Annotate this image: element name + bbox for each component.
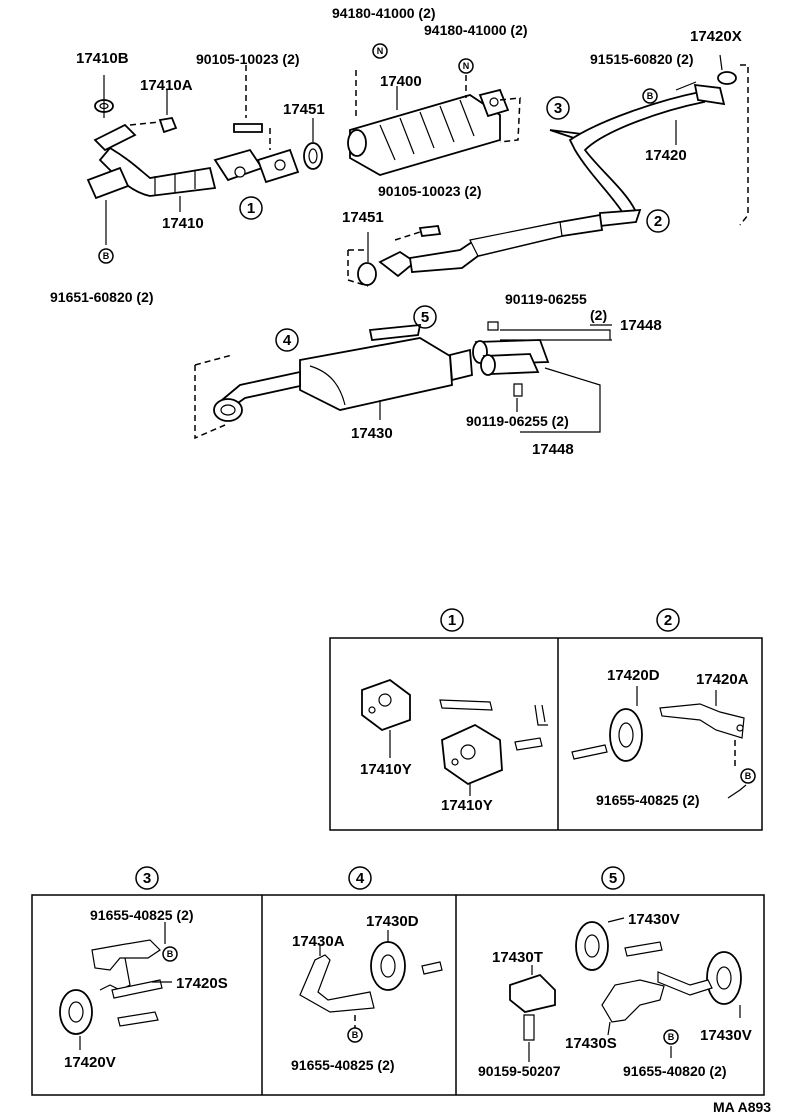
svg-text:1: 1 — [247, 200, 255, 217]
main-letter-badges: N N B B — [98, 43, 658, 264]
detail-marker-5: 5 — [609, 870, 617, 887]
detail-5-label-17430t: 17430T — [492, 949, 543, 966]
svg-text:B: B — [352, 1030, 359, 1040]
detail-panel-3: 3 B 91655-40825 (2) 17420S 17420V — [59, 866, 228, 1071]
main-section-markers: 1 2 3 4 5 — [239, 96, 670, 352]
svg-text:3: 3 — [554, 100, 562, 117]
section-marker-2: 2 — [646, 209, 670, 233]
nut-17410a-drawing — [129, 116, 178, 134]
muffler-drawing — [194, 323, 473, 440]
main-exploded-view — [86, 54, 749, 440]
resonator-pipe-drawing — [347, 213, 604, 287]
detail-marker-3: 3 — [143, 870, 151, 887]
section-marker-5: 5 — [413, 305, 437, 329]
callout-17410a: 17410A — [140, 77, 193, 94]
callout-90119-06255-lower: 90119-06255 (2) — [466, 413, 569, 429]
detail-4-label-17430a: 17430A — [292, 933, 345, 950]
callout-17451-upper: 17451 — [283, 101, 325, 118]
callout-17448-upper: 17448 — [620, 317, 662, 334]
detail-1-label-17410y-b: 17410Y — [441, 797, 493, 814]
detail-3-label-91655-40825: 91655-40825 (2) — [90, 907, 194, 923]
detail-5-label-17430v-b: 17430V — [700, 1027, 752, 1044]
callout-17410: 17410 — [162, 215, 204, 232]
svg-text:2: 2 — [654, 213, 662, 230]
svg-text:B: B — [745, 771, 752, 781]
tail-pipe-drawing — [472, 321, 612, 433]
svg-text:N: N — [377, 46, 384, 56]
callout-94180-41000-b: 94180-41000 (2) — [424, 22, 528, 38]
diagram-code-label: MA A893 — [713, 1099, 771, 1115]
main-callout-labels: 94180-41000 (2) 94180-41000 (2) 17420X 1… — [50, 5, 742, 458]
catalytic-converter-drawing — [347, 86, 521, 176]
callout-17420x: 17420X — [690, 28, 742, 45]
bolt-left-drawing — [233, 65, 271, 150]
hanger-3-drawing — [59, 922, 172, 1050]
svg-text:5: 5 — [421, 309, 429, 326]
detail-4-label-91655-40825: 91655-40825 (2) — [291, 1057, 395, 1073]
detail-3-label-17420v: 17420V — [64, 1054, 116, 1071]
detail-5-label-17430v-a: 17430V — [628, 911, 680, 928]
detail-5-label-91655-40820: 91655-40820 (2) — [623, 1063, 727, 1079]
callout-17410b: 17410B — [76, 50, 129, 67]
detail-marker-1: 1 — [448, 612, 456, 629]
b-badge-icon: B — [98, 248, 114, 264]
svg-text:B: B — [167, 949, 174, 959]
b-badge-icon: B — [347, 1027, 363, 1043]
section-marker-3: 3 — [546, 96, 570, 120]
callout-90119-06255-upper: 90119-06255 — [505, 291, 587, 307]
detail-panels-row-1: 1 17410Y 17410Y 2 — [329, 608, 763, 831]
callout-91651-60820: 91651-60820 (2) — [50, 289, 154, 305]
callout-17420: 17420 — [645, 147, 687, 164]
callout-90105-10023-lower: 90105-10023 (2) — [378, 183, 482, 199]
detail-2-label-17420a: 17420A — [696, 671, 749, 688]
b-badge-icon: B — [663, 1029, 679, 1045]
svg-text:4: 4 — [283, 332, 292, 349]
front-pipe-drawing — [86, 123, 300, 200]
callout-17400: 17400 — [380, 73, 422, 90]
callout-91515-60820: 91515-60820 (2) — [590, 51, 694, 67]
detail-5-label-17430s: 17430S — [565, 1035, 617, 1052]
b-badge-icon: B — [740, 768, 756, 784]
n-badge-icon: N — [458, 58, 474, 74]
gasket-17451-upper-drawing — [303, 118, 323, 170]
callout-94180-41000-a: 94180-41000 (2) — [332, 5, 436, 21]
svg-text:B: B — [668, 1032, 675, 1042]
detail-4-label-17430d: 17430D — [366, 913, 419, 930]
detail-2-label-17420d: 17420D — [607, 667, 660, 684]
svg-text:B: B — [647, 91, 654, 101]
n-badge-icon: N — [372, 43, 388, 59]
detail-panel-1: 1 17410Y 17410Y — [360, 608, 548, 814]
detail-panel-4: 4 B 17430A 17430D 91655-40825 (2) — [291, 866, 443, 1073]
rubber-mount-drawing — [361, 678, 548, 796]
callout-17448-lower: 17448 — [532, 441, 574, 458]
detail-3-label-17420s: 17420S — [176, 975, 228, 992]
callout-17451-lower: 17451 — [342, 209, 384, 226]
detail-panel-2: 2 B 17420D 17420A 91655-40825 (2) — [571, 608, 756, 808]
detail-panel-5: 5 B 17430V — [478, 866, 752, 1079]
callout-17430: 17430 — [351, 425, 393, 442]
detail-1-label-17410y-a: 17410Y — [360, 761, 412, 778]
hanger-4-drawing — [299, 930, 443, 1028]
callout-90105-10023-upper: 90105-10023 (2) — [196, 51, 300, 67]
svg-text:N: N — [463, 61, 470, 71]
hanger-5-drawing — [509, 917, 742, 1062]
detail-marker-4: 4 — [356, 870, 365, 887]
detail-panels-row-2: 3 B 91655-40825 (2) 17420S 17420V — [31, 866, 765, 1096]
detail-2-label-91655-40825: 91655-40825 (2) — [596, 792, 700, 808]
detail-marker-2: 2 — [664, 612, 672, 629]
callout-qty-2: (2) — [590, 307, 607, 323]
section-marker-1: 1 — [239, 196, 263, 220]
b-badge-icon: B — [162, 946, 178, 962]
detail-5-label-90159-50207: 90159-50207 — [478, 1063, 561, 1079]
hanger-bracket-drawing — [571, 686, 747, 799]
svg-text:B: B — [103, 251, 110, 261]
section-marker-4: 4 — [275, 328, 299, 352]
b-badge-icon: B — [642, 88, 658, 104]
